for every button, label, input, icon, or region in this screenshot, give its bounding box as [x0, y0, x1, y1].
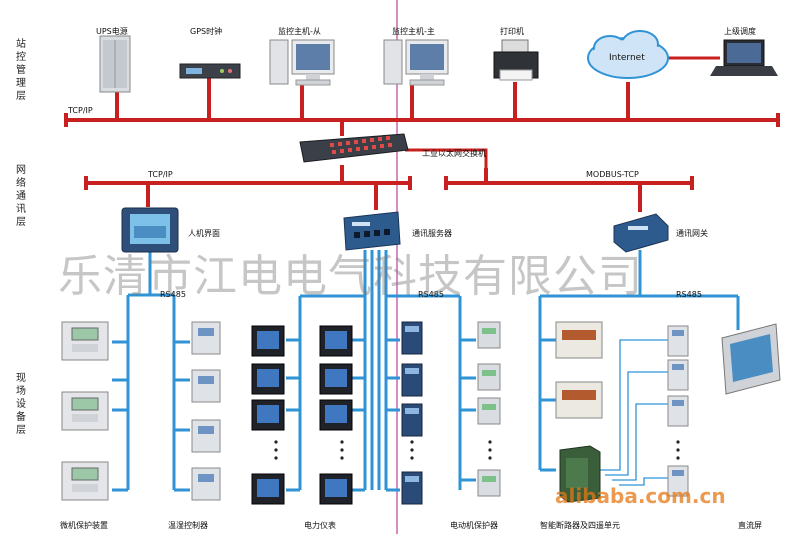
top-bus	[64, 78, 780, 136]
hmi-icon	[121, 207, 179, 253]
power-meter-icons	[251, 325, 353, 505]
internet-label: Internet	[609, 53, 645, 63]
dispatch-label: 上级调度	[724, 27, 756, 36]
printer-icon	[493, 39, 539, 81]
protection-label: 微机保护装置	[60, 521, 108, 530]
layer-station-label: 站控管理层	[16, 39, 26, 102]
four-remote-unit	[667, 359, 689, 391]
gps-label: GPS时钟	[190, 27, 223, 36]
protection-relay	[61, 461, 109, 501]
protection-relay	[61, 321, 109, 361]
motor-protector	[401, 471, 423, 505]
motor-protector-icons	[401, 321, 501, 505]
layer-network-label: 网络通讯层	[16, 165, 26, 228]
four-remote-unit	[667, 465, 689, 497]
ups-label: UPS电源	[96, 27, 128, 36]
dc-panel-icon	[721, 323, 781, 395]
temp-controller	[191, 369, 221, 403]
power-meter	[251, 325, 285, 357]
power-meter	[319, 363, 353, 395]
gateway-label: 通讯网关	[676, 229, 708, 238]
power-meter	[251, 399, 285, 431]
power-meter	[251, 363, 285, 395]
modbus-label: MODBUS-TCP	[586, 170, 639, 179]
site-watermark: alibaba.com.cn	[555, 484, 726, 508]
tcpip-left-label: TCP/IP	[148, 170, 173, 179]
power-meter	[251, 473, 285, 505]
rs485-mid-label: RS485	[418, 290, 444, 299]
temp-humidity-label: 温湿控制器	[168, 521, 208, 530]
motor-protector	[401, 363, 423, 397]
tcpip-top-label: TCP/IP	[68, 106, 93, 115]
four-remote-unit	[667, 325, 689, 357]
breaker-label: 智能断路器及四遥单元	[540, 521, 620, 530]
ethernet-switch-icon	[299, 133, 409, 163]
thin-links	[598, 339, 668, 486]
protection-relay	[61, 391, 109, 431]
power-meter	[319, 473, 353, 505]
switch-label: 工业以太网交换机	[422, 149, 486, 158]
motor-protector	[401, 403, 423, 437]
motor-protect-label: 电动机保护器	[450, 521, 498, 530]
power-meter	[319, 325, 353, 357]
company-watermark: 乐清市江电电气科技有限公司	[58, 251, 643, 302]
temp-controller	[191, 419, 221, 453]
host-slave-icon	[269, 39, 335, 86]
smart-breaker	[555, 321, 603, 359]
gps-clock-icon	[179, 63, 241, 79]
gateway-icon	[613, 213, 669, 253]
laptop-icon	[710, 39, 778, 76]
motor-protector-small	[477, 363, 501, 391]
comm-server-label: 通讯服务器	[412, 229, 452, 238]
four-remote-unit-icons	[667, 325, 689, 497]
modbus-bus	[444, 168, 694, 212]
motor-protector	[401, 321, 423, 355]
comm-server-icon	[343, 211, 401, 251]
temp-controller	[191, 321, 221, 355]
left-tcp-bus	[84, 165, 412, 210]
temp-controller	[191, 467, 221, 501]
rs485-right-label: RS485	[676, 290, 702, 299]
power-meter	[319, 399, 353, 431]
host-master-icon	[383, 39, 449, 86]
protection-relay-icons	[61, 321, 109, 501]
ellipsis-dots	[274, 440, 680, 460]
breaker-icons	[555, 321, 603, 419]
hmi-label: 人机界面	[188, 229, 220, 238]
internet-cloud-icon	[587, 30, 669, 79]
motor-protector-small	[477, 321, 501, 349]
rs485-lines	[112, 250, 740, 492]
rtu-cabinet-icon	[559, 445, 601, 503]
smart-breaker	[555, 381, 603, 419]
switch-modbus-link	[405, 148, 488, 168]
dc-panel-label: 直流屏	[738, 521, 762, 530]
temp-controller-icons	[191, 321, 221, 501]
motor-protector-small	[477, 469, 501, 497]
four-remote-unit	[667, 395, 689, 427]
ups-cabinet-icon	[99, 35, 131, 93]
motor-protector-small	[477, 397, 501, 425]
host-slave-label: 监控主机-从	[278, 27, 321, 36]
layer-field-label: 现场设备层	[16, 373, 26, 436]
printer-label: 打印机	[500, 27, 524, 36]
rs485-left-label: RS485	[160, 290, 186, 299]
host-master-label: 监控主机-主	[392, 27, 435, 36]
meter-label: 电力仪表	[304, 521, 336, 530]
